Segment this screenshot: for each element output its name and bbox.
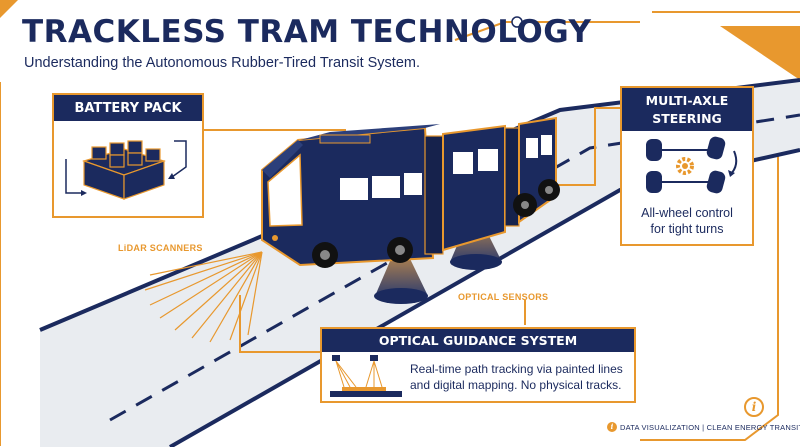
- lidar-label: LiDAR SCANNERS: [118, 243, 203, 253]
- gear-icon: [676, 157, 694, 175]
- sensor-icon: [330, 355, 402, 397]
- battery-icon: [65, 140, 187, 200]
- page-title: TRACKLESS TRAM TECHNOLOGY: [22, 14, 592, 50]
- page-subtitle: Understanding the Autonomous Rubber-Tire…: [24, 55, 420, 71]
- steering-caption-line2: for tight turns: [650, 222, 724, 236]
- steering-title-line1: MULTI-AXLE: [645, 93, 729, 108]
- battery-pack-panel: BATTERY PACK: [52, 93, 204, 218]
- guidance-text-line2: and digital mapping. No physical tracks.: [410, 378, 622, 392]
- info-icon: i: [744, 397, 764, 417]
- guidance-text-line1: Real-time path tracking via painted line…: [410, 362, 623, 376]
- footer-text: DATA VISUALIZATION | CLEAN ENERGY TRANSI…: [620, 423, 800, 432]
- guidance-panel: OPTICAL GUIDANCE SYSTEM Real-time path t…: [320, 327, 636, 403]
- steering-panel: MULTI-AXLE STEERING All-wheel control fo…: [620, 86, 754, 246]
- corner-accent-left: [0, 0, 18, 18]
- axle-diagram: [646, 136, 738, 194]
- steering-caption-line1: All-wheel control: [641, 206, 733, 220]
- sensor-cones: [374, 206, 502, 304]
- steering-caption: All-wheel control for tight turns: [622, 205, 752, 237]
- lidar-beams: [144, 251, 263, 343]
- guidance-title: OPTICAL GUIDANCE SYSTEM: [322, 329, 634, 352]
- guidance-text: Real-time path tracking via painted line…: [410, 361, 623, 393]
- tram: [261, 116, 560, 268]
- optical-sensors-label: OPTICAL SENSORS: [458, 292, 549, 302]
- frame: [0, 11, 800, 446]
- steering-title-line2: STEERING: [652, 111, 722, 126]
- tire-icon: [646, 136, 726, 194]
- frame-node: [511, 16, 523, 28]
- corner-accent: [720, 26, 800, 80]
- battery-pack-title: BATTERY PACK: [54, 95, 202, 121]
- footer-info-icon: i: [607, 422, 617, 432]
- steering-title: MULTI-AXLE STEERING: [622, 88, 752, 131]
